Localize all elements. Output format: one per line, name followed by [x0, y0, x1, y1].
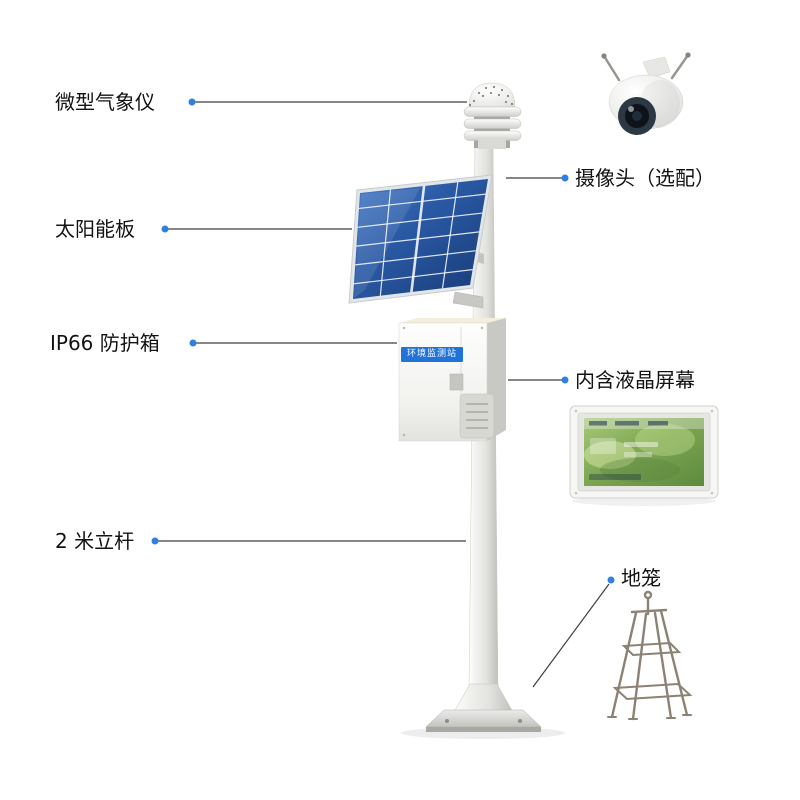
- pole-base-illustration: [425, 683, 542, 732]
- callout-label-camera: 摄像头（选配）: [575, 166, 715, 190]
- enclosure-name-plate: 环境监测站: [401, 347, 463, 362]
- solar-panel-illustration: [348, 174, 493, 309]
- callout-label-solar-panel: 太阳能板: [55, 217, 135, 241]
- ground-cage-illustration: [607, 590, 693, 721]
- callout-dots: [151, 98, 615, 584]
- camera-illustration: [601, 52, 691, 135]
- callout-label-lcd-screen: 内含液晶屏幕: [575, 368, 695, 392]
- callout-label-ground-cage: 地笼: [621, 566, 661, 590]
- callout-label-enclosure: IP66 防护箱: [50, 331, 160, 355]
- callout-lines: [155, 101, 610, 688]
- weather-sensor-illustration: [463, 82, 522, 149]
- callout-label-weather-sensor: 微型气象仪: [55, 90, 155, 114]
- enclosure-illustration: [398, 318, 506, 442]
- callout-label-pole: 2 米立杆: [55, 529, 135, 553]
- lcd-screen-illustration: [569, 405, 719, 506]
